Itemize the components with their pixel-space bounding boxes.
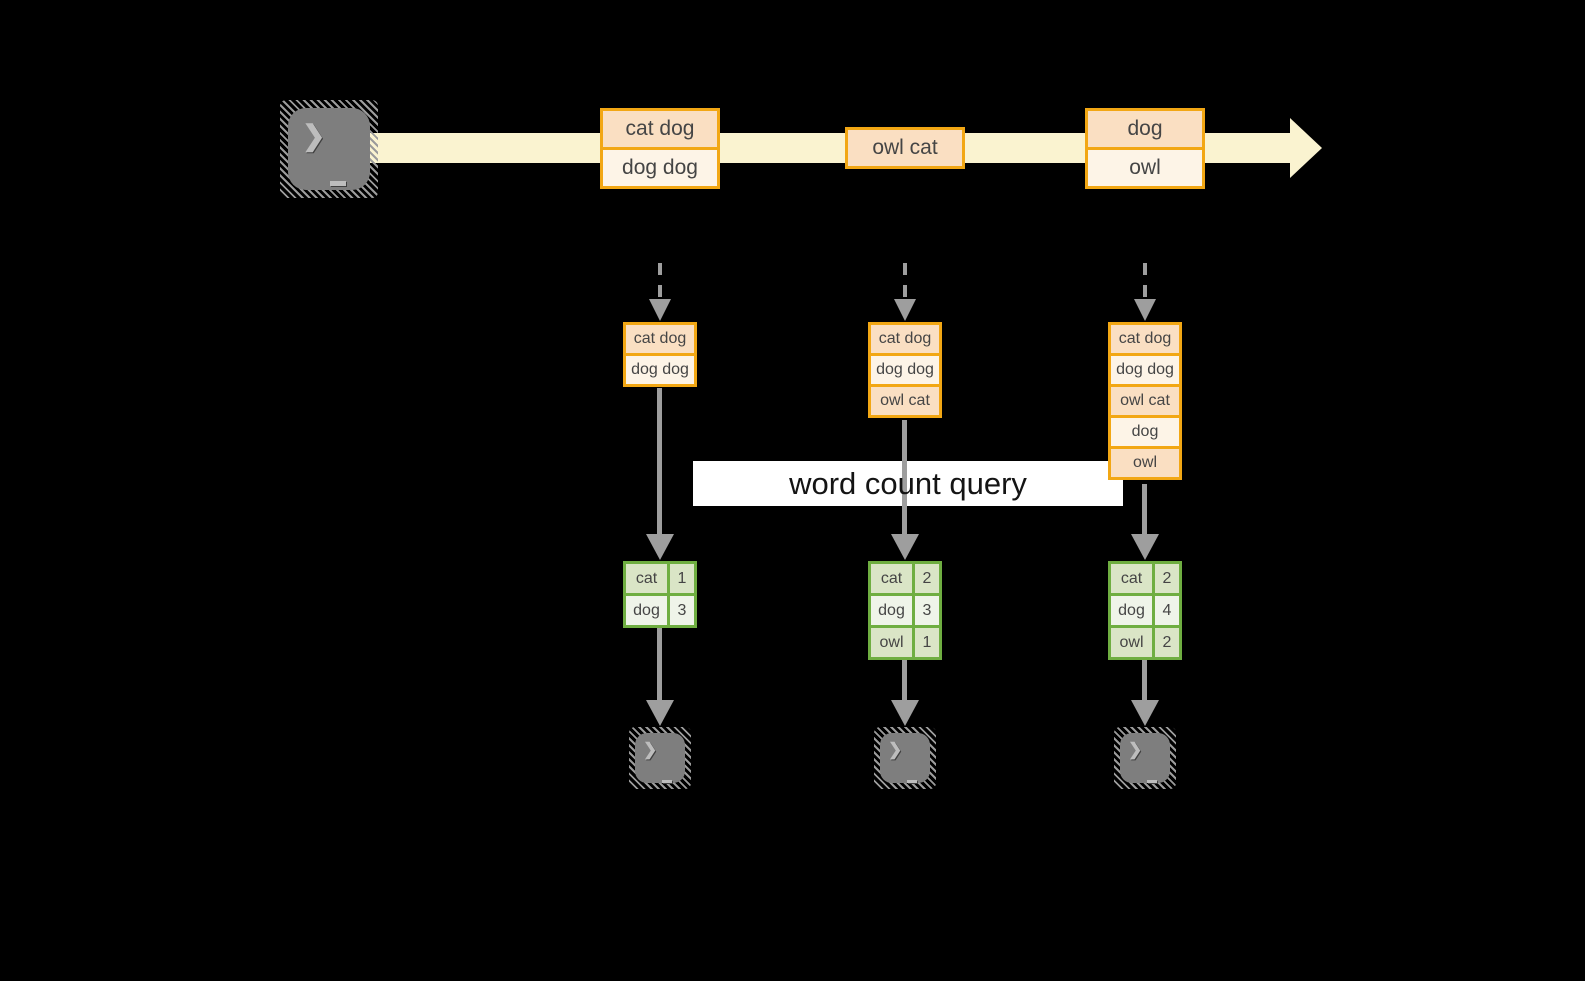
count-table-2: cat 2 dog 3 owl 1 [868,561,942,660]
source-terminal-icon: ❯ [280,100,378,198]
stream-batch-2: owl cat [845,127,965,169]
query-label: word count query [789,465,1027,501]
record: owl cat [848,130,962,166]
output-terminal-icon: ❯ [629,727,691,789]
dashed-arrow [1143,263,1147,297]
output-arrow [902,660,907,700]
word-cell: cat [626,564,667,593]
terminal-screen: ❯ [288,108,370,190]
query-arrow [902,420,907,534]
prompt-cursor-icon [907,780,918,783]
record: owl cat [871,387,939,415]
record: dog [1088,111,1202,147]
query-arrowhead-icon [891,534,919,560]
word-cell: cat [871,564,912,593]
query-arrowhead-icon [1131,534,1159,560]
record: owl [1088,150,1202,186]
output-arrowhead-icon [1131,700,1159,726]
count-cell: 3 [915,596,939,625]
prompt-chevron-icon: ❯ [643,740,658,759]
count-cell: 1 [670,564,694,593]
record: owl cat [1111,387,1179,415]
count-cell: 2 [915,564,939,593]
output-arrowhead-icon [646,700,674,726]
count-table-1: cat 1 dog 3 [623,561,697,628]
stream-batch-3: dog owl [1085,108,1205,189]
terminal-screen: ❯ [880,733,930,783]
record: dog [1111,418,1179,446]
output-arrow [657,628,662,700]
record: cat dog [626,325,694,353]
query-arrowhead-icon [646,534,674,560]
stream-timeline-arrowhead-icon [1290,118,1322,178]
count-cell: 2 [1155,628,1179,657]
input-stack-3: cat dog dog dog owl cat dog owl [1108,322,1182,480]
prompt-cursor-icon [330,181,347,186]
record: dog dog [626,356,694,384]
prompt-chevron-icon: ❯ [302,120,326,151]
terminal-screen: ❯ [1120,733,1170,783]
dashed-arrowhead-icon [1134,299,1156,321]
input-stack-2: cat dog dog dog owl cat [868,322,942,418]
record: dog dog [603,150,717,186]
count-table-3: cat 2 dog 4 owl 2 [1108,561,1182,660]
output-terminal-icon: ❯ [874,727,936,789]
record: cat dog [1111,325,1179,353]
word-cell: owl [871,628,912,657]
dashed-arrowhead-icon [894,299,916,321]
query-arrow [657,388,662,534]
prompt-chevron-icon: ❯ [1128,740,1143,759]
query-arrow [1142,484,1147,534]
output-terminal-icon: ❯ [1114,727,1176,789]
word-cell: dog [1111,596,1152,625]
output-arrow [1142,660,1147,700]
word-cell: dog [626,596,667,625]
record: dog dog [871,356,939,384]
dashed-arrowhead-icon [649,299,671,321]
record: owl [1111,449,1179,477]
query-label-band [693,461,1123,506]
input-stack-1: cat dog dog dog [623,322,697,387]
prompt-cursor-icon [662,780,673,783]
prompt-chevron-icon: ❯ [888,740,903,759]
count-cell: 1 [915,628,939,657]
word-cell: owl [1111,628,1152,657]
stream-batch-1: cat dog dog dog [600,108,720,189]
output-arrowhead-icon [891,700,919,726]
record: dog dog [1111,356,1179,384]
dashed-arrow [658,263,662,297]
word-cell: dog [871,596,912,625]
record: cat dog [871,325,939,353]
count-cell: 3 [670,596,694,625]
prompt-cursor-icon [1147,780,1158,783]
count-cell: 2 [1155,564,1179,593]
word-cell: cat [1111,564,1152,593]
count-cell: 4 [1155,596,1179,625]
dashed-arrow [903,263,907,297]
record: cat dog [603,111,717,147]
terminal-screen: ❯ [635,733,685,783]
